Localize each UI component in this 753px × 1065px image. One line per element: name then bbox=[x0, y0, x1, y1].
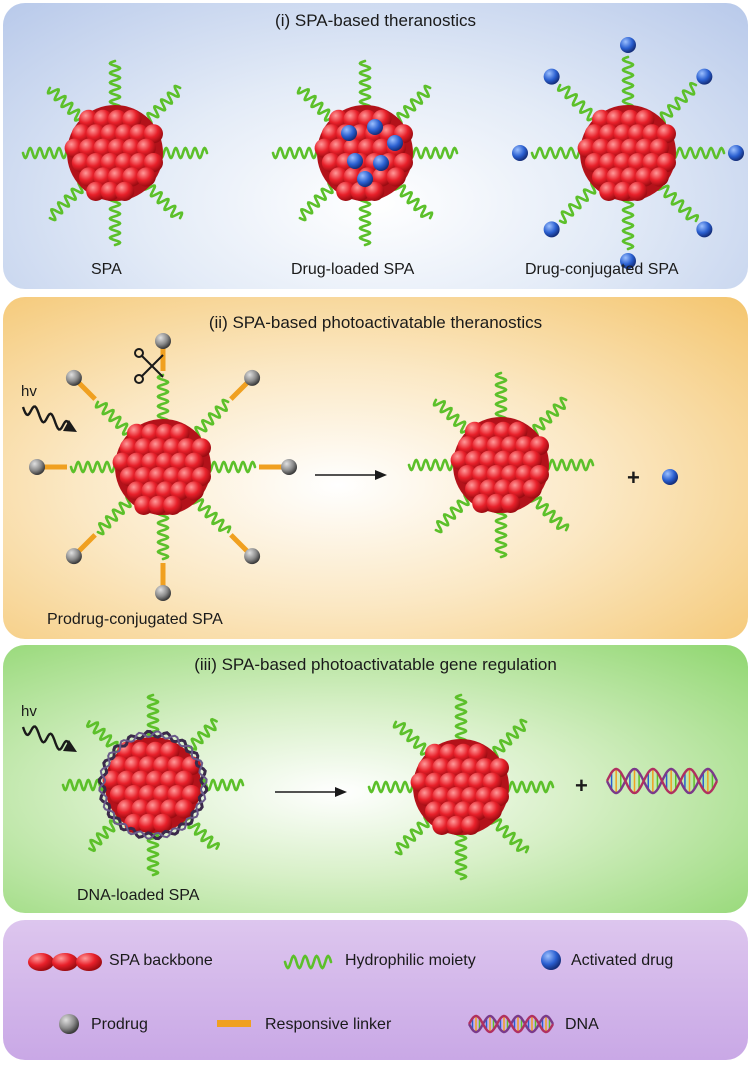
dna-icon bbox=[467, 1014, 555, 1034]
scissors-icon bbox=[134, 348, 164, 384]
reaction-arrow-icon bbox=[275, 787, 347, 797]
panel-photoactivatable-theranostics: (ii) SPA-based photoactivatable theranos… bbox=[3, 297, 748, 639]
plus-sign: + bbox=[627, 465, 640, 490]
spa-nanoparticle-after bbox=[367, 693, 555, 881]
label-dna-loaded-spa: DNA-loaded SPA bbox=[77, 887, 200, 904]
hv-label: hv bbox=[21, 383, 37, 400]
panel-photoactivatable-gene-regulation: (iii) SPA-based photoactivatable gene re… bbox=[3, 645, 748, 913]
legend-prodrug: Prodrug bbox=[91, 1016, 148, 1033]
plus-sign: + bbox=[575, 773, 588, 798]
legend-activated-drug: Activated drug bbox=[571, 952, 674, 969]
legend-responsive-linker: Responsive linker bbox=[265, 1016, 392, 1033]
activated-drug-icon bbox=[541, 950, 561, 970]
panel-iii-illustration bbox=[21, 693, 719, 881]
panel-spa-theranostics: (i) SPA-based theranostics SPA Drug-load… bbox=[3, 3, 748, 289]
light-wave-icon bbox=[21, 405, 77, 432]
panel-ii-illustration bbox=[21, 333, 678, 601]
activated-drug-icon bbox=[662, 469, 678, 485]
panel-ii-title: (ii) SPA-based photoactivatable theranos… bbox=[208, 313, 543, 332]
legend-hydrophilic-moiety: Hydrophilic moiety bbox=[345, 952, 476, 969]
responsive-linker-icon bbox=[217, 1020, 251, 1027]
label-spa: SPA bbox=[91, 261, 122, 278]
spa-nanoparticle-after bbox=[407, 371, 595, 559]
panel-i-title: (i) SPA-based theranostics bbox=[275, 11, 476, 30]
drug-conjugated-spa-nanoparticle bbox=[512, 37, 744, 269]
panel-i-illustration bbox=[21, 37, 744, 269]
spa-backbone-icon bbox=[28, 953, 102, 971]
hydrophilic-moiety-icon bbox=[283, 954, 333, 970]
dna-loaded-spa-nanoparticle bbox=[61, 693, 245, 877]
label-drug-conjugated-spa: Drug-conjugated SPA bbox=[525, 261, 679, 278]
label-drug-loaded-spa: Drug-loaded SPA bbox=[291, 261, 415, 278]
drug-loaded-spa-nanoparticle bbox=[271, 59, 459, 247]
light-wave-icon bbox=[21, 725, 77, 752]
dna-helix-icon bbox=[605, 767, 719, 795]
prodrug-icon bbox=[59, 1014, 79, 1034]
legend-icons bbox=[28, 950, 561, 1034]
panel-iii-title: (iii) SPA-based photoactivatable gene re… bbox=[194, 655, 557, 674]
legend-spa-backbone: SPA backbone bbox=[109, 952, 213, 969]
reaction-arrow-icon bbox=[315, 470, 387, 480]
hv-label: hv bbox=[21, 703, 37, 720]
label-prodrug-conjugated-spa: Prodrug-conjugated SPA bbox=[47, 611, 223, 628]
legend-panel: SPA backbone Hydrophilic moiety Activate… bbox=[3, 920, 748, 1060]
spa-nanoparticle bbox=[21, 59, 209, 247]
prodrug-conjugated-spa-nanoparticle bbox=[29, 333, 297, 601]
legend-dna: DNA bbox=[565, 1016, 599, 1033]
